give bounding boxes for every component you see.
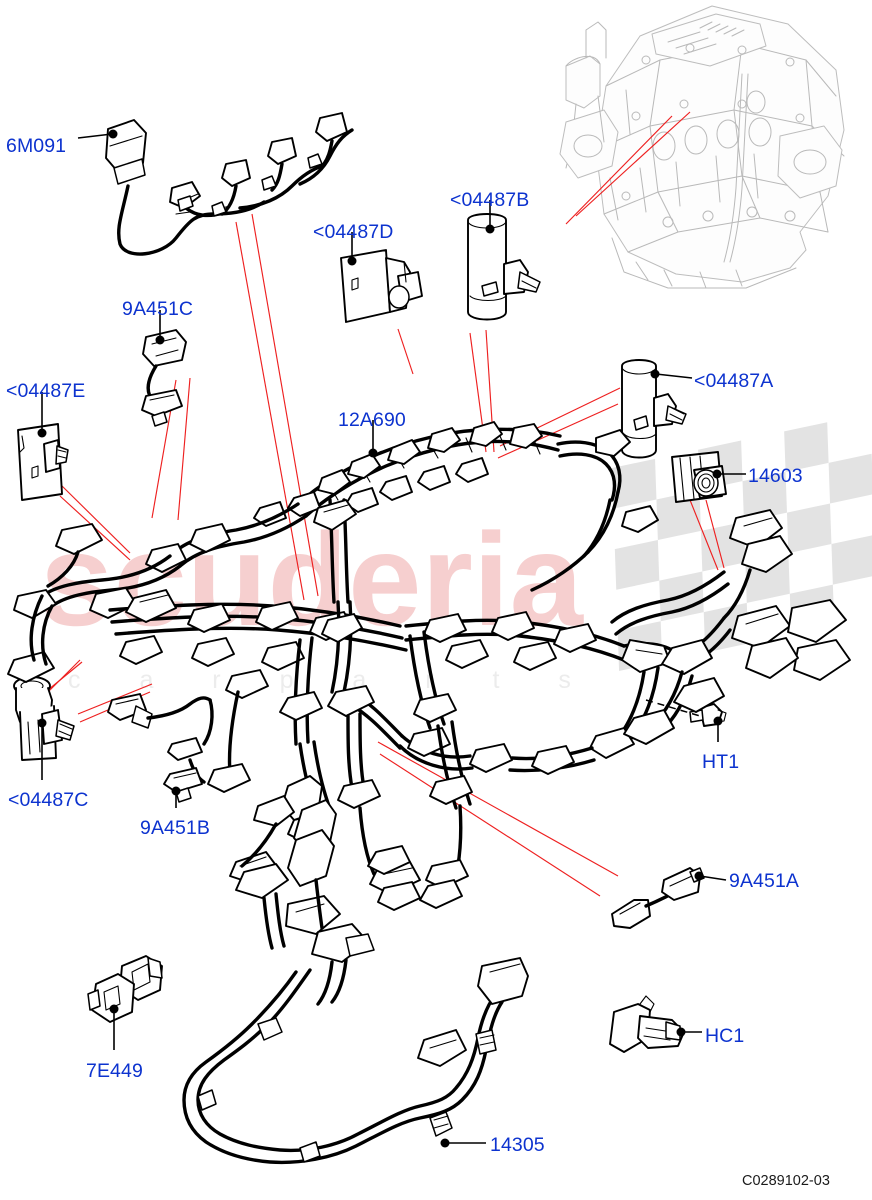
callout-04487c: <04487C bbox=[8, 789, 89, 811]
lower-harness-assembly bbox=[229, 775, 463, 1006]
part-14305-battery-cable bbox=[182, 957, 529, 1165]
part-04487b-connector-cover bbox=[467, 213, 541, 321]
right-harness-group bbox=[610, 509, 851, 745]
part-9a451c-injector-lead bbox=[141, 329, 187, 427]
callout-04487e: <04487E bbox=[6, 380, 86, 402]
callout-9a451c: 9A451C bbox=[122, 298, 194, 320]
callout-04487d: <04487D bbox=[313, 221, 394, 243]
part-14603-connector-boot bbox=[671, 451, 727, 503]
part-7e449-retaining-clip bbox=[87, 955, 163, 1023]
callout-14305: 14305 bbox=[490, 1134, 545, 1156]
callout-9a451b: 9A451B bbox=[140, 817, 210, 839]
callout-ht1: HT1 bbox=[702, 751, 740, 773]
part-9a451a-injector-lead bbox=[611, 867, 705, 929]
part-04487a-connector-cover bbox=[621, 359, 687, 459]
engine-block-outline bbox=[559, 5, 845, 289]
callout-14603: 14603 bbox=[748, 465, 803, 487]
part-04487e-connector-cover bbox=[17, 423, 69, 501]
callout-04487b: <04487B bbox=[450, 189, 530, 211]
part-04487d-connector-cover bbox=[340, 249, 423, 323]
callout-leader-lines bbox=[37, 129, 746, 1148]
part-12a690-engine-wiring-harness bbox=[7, 421, 688, 895]
callout-12a690: 12A690 bbox=[338, 409, 406, 431]
part-9a451b-injector-lead bbox=[107, 693, 214, 803]
callout-6m091: 6M091 bbox=[6, 135, 67, 157]
part-6m091-glow-plug-harness bbox=[105, 112, 354, 256]
callout-7e449: 7E449 bbox=[86, 1060, 143, 1082]
part-04487c-sensor-module bbox=[13, 676, 75, 761]
callout-04487a: <04487A bbox=[694, 370, 774, 392]
callout-hc1: HC1 bbox=[705, 1025, 745, 1047]
part-hc1-connector bbox=[609, 995, 685, 1053]
callout-9a451a: 9A451A bbox=[729, 870, 799, 892]
watermark-subtitle: c a r p a r t s bbox=[68, 666, 597, 694]
diagram-id: C0289102-03 bbox=[742, 1173, 830, 1189]
